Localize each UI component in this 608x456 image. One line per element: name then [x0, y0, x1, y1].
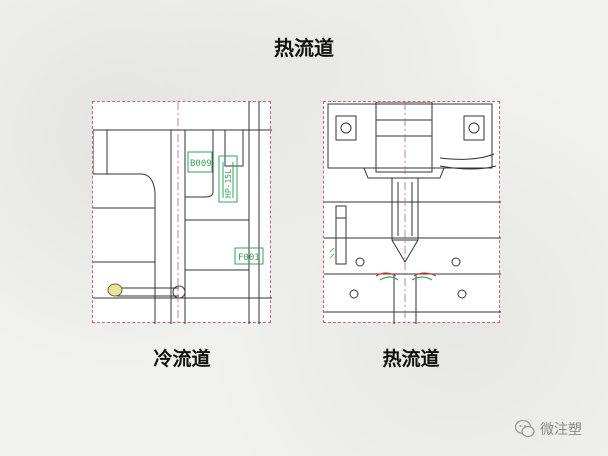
label-hp-15l: HP-15L: [224, 169, 233, 198]
watermark-text: 微注塑: [540, 422, 582, 438]
wechat-icon: [514, 419, 535, 438]
watermark: 微注塑: [514, 418, 582, 440]
hot-runner-caption: 热流道: [382, 348, 440, 370]
hot-runner-diagram: [323, 101, 501, 324]
hot-runner-drawing: [324, 102, 501, 324]
label-b009: B009: [190, 159, 212, 169]
page-title: 热流道: [274, 36, 334, 60]
cold-runner-drawing: B009 HP-15L F001: [93, 102, 272, 324]
cold-runner-diagram: B009 HP-15L F001: [92, 101, 272, 324]
cold-runner-caption: 冷流道: [153, 348, 211, 370]
label-f001: F001: [238, 253, 260, 263]
